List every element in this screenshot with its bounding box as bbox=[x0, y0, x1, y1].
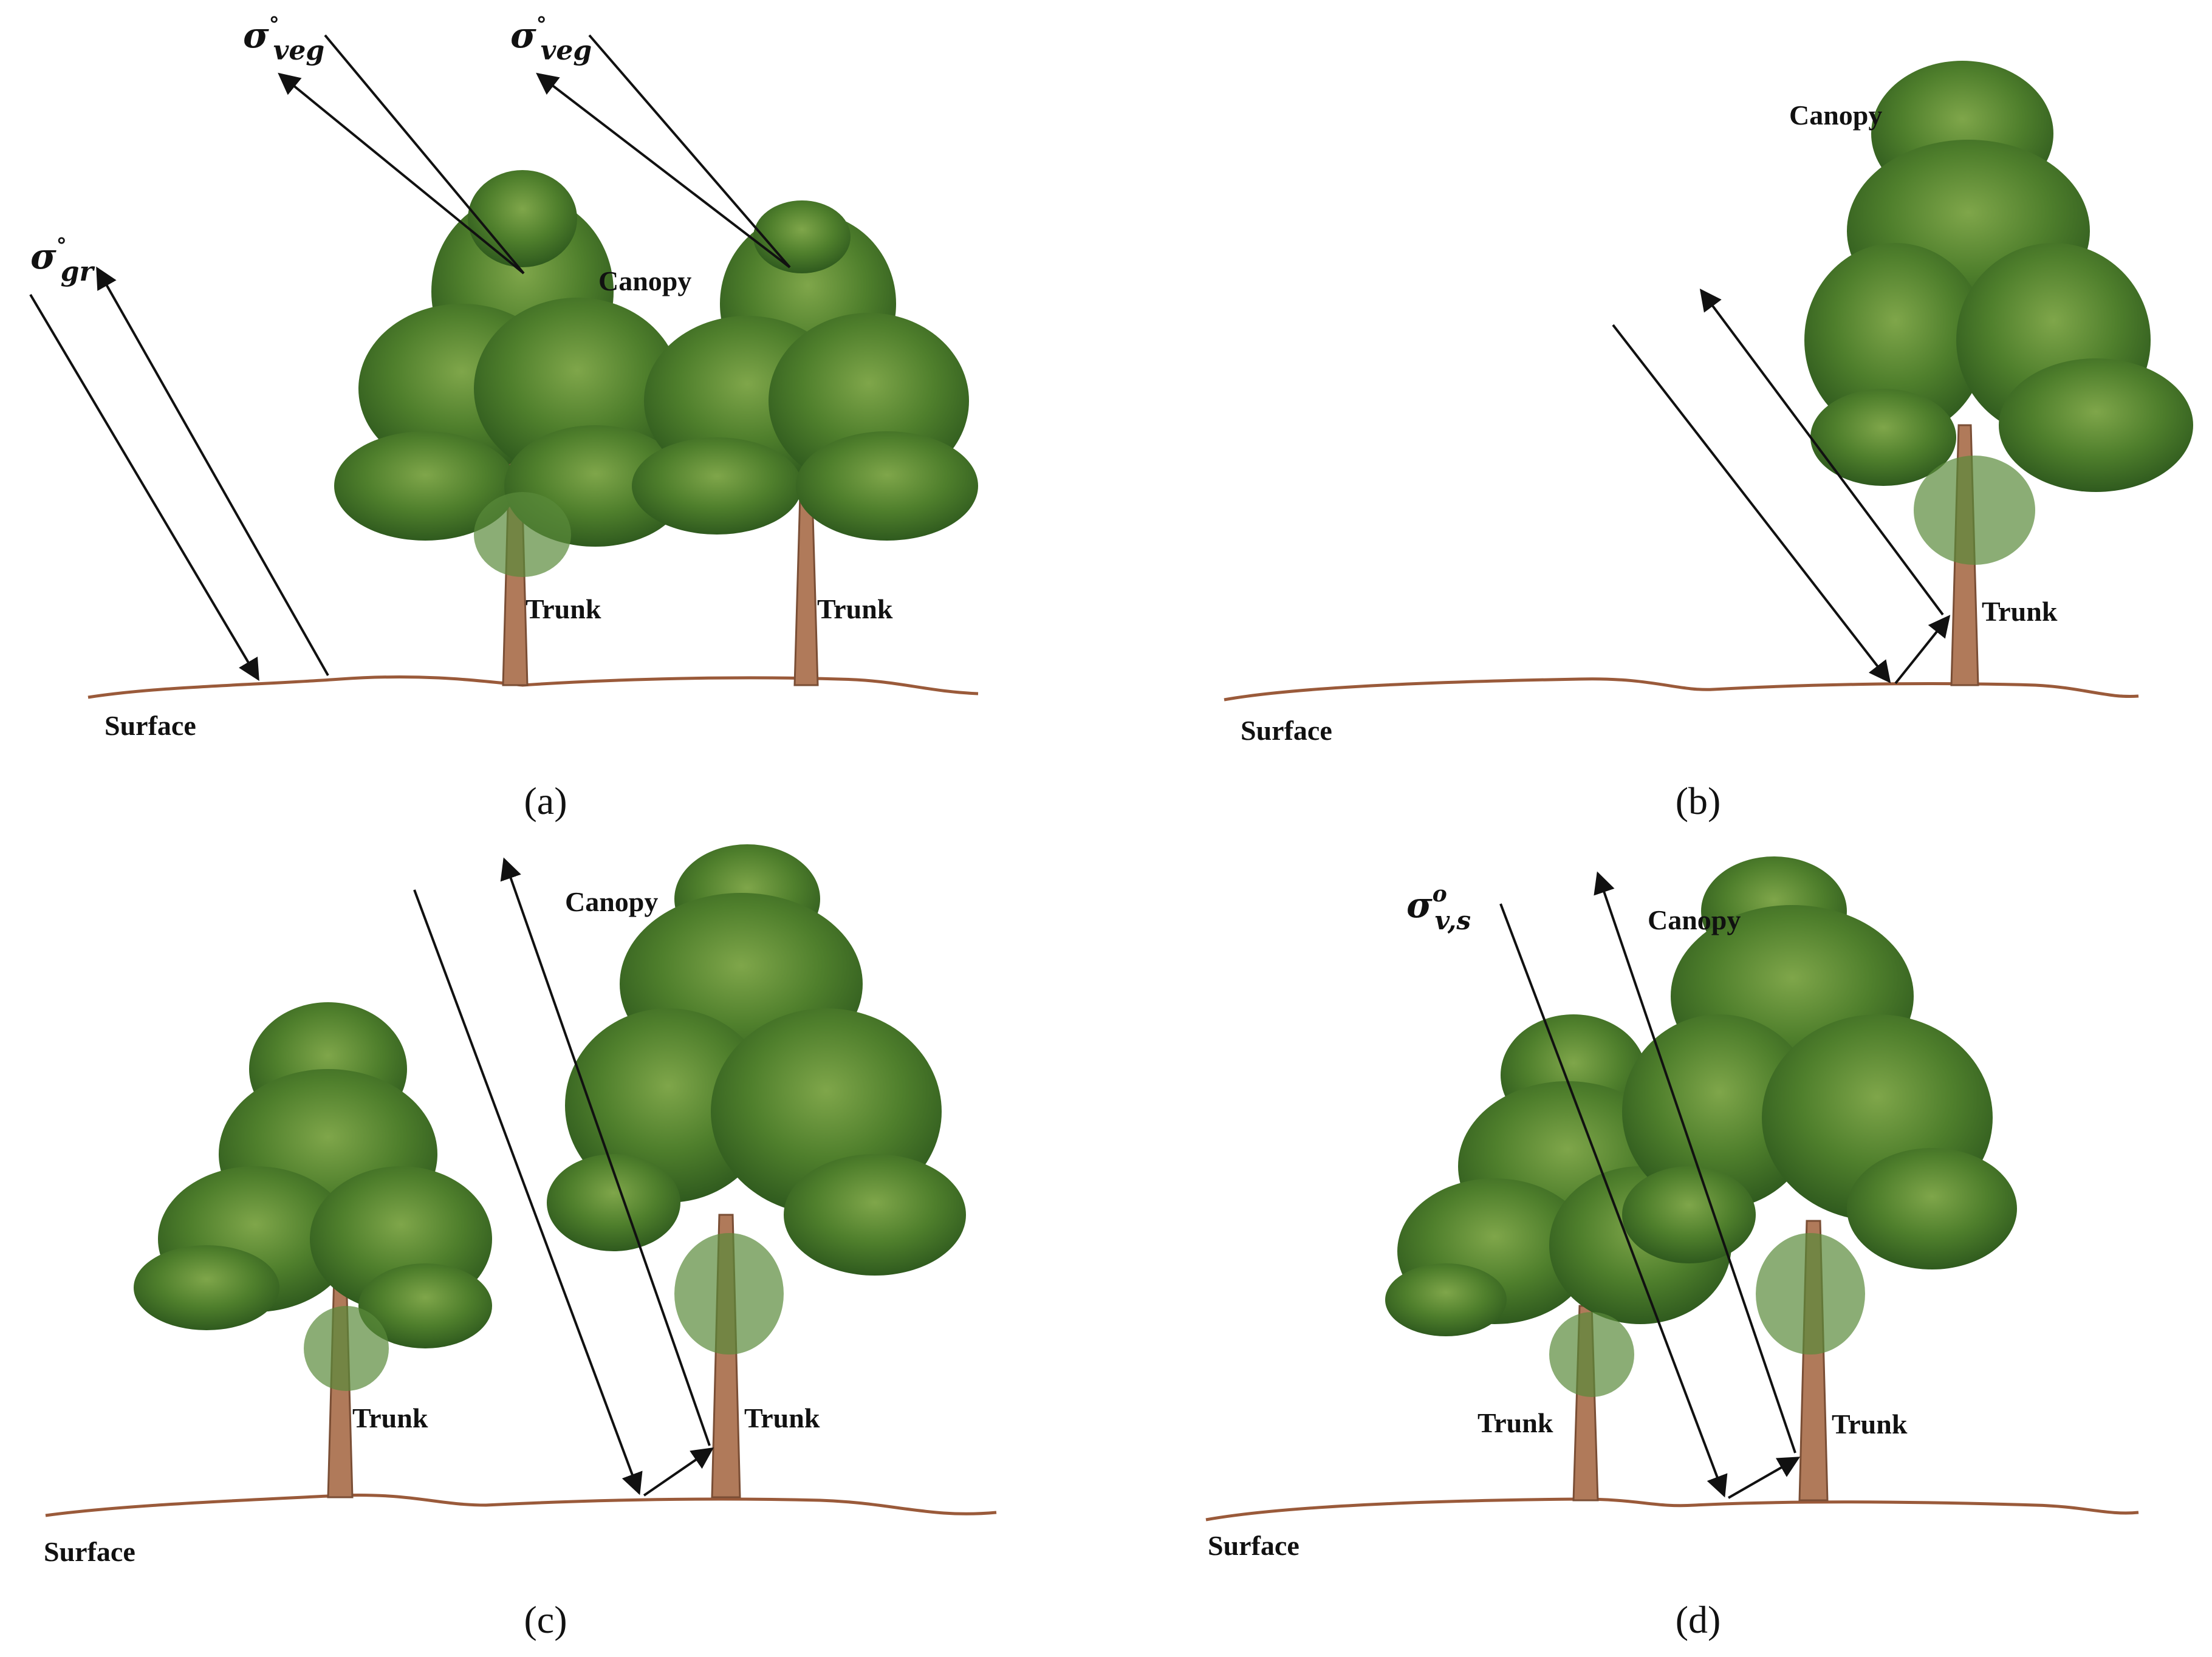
trunk-label: Trunk bbox=[1982, 596, 2058, 627]
surface-label: Surface bbox=[104, 710, 196, 741]
trunk-label: Trunk bbox=[1832, 1409, 1908, 1440]
panel-b: Canopy Trunk Surface (b) bbox=[1224, 61, 2193, 822]
tree-canopy bbox=[632, 200, 978, 541]
backscatter-ray bbox=[1699, 289, 1944, 616]
incident-ray bbox=[413, 889, 643, 1495]
backscatter-ray bbox=[536, 72, 791, 268]
trunk-label: Trunk bbox=[817, 593, 893, 624]
surface-label: Surface bbox=[44, 1536, 135, 1567]
tree bbox=[1622, 856, 2017, 1502]
sigma-veg-label: σ°veg bbox=[510, 13, 592, 66]
trunk-reflection-ray bbox=[1728, 1457, 1801, 1499]
panel-caption: (d) bbox=[1676, 1598, 1721, 1641]
sigma-gr-label: σ°gr bbox=[30, 234, 95, 287]
surface-line bbox=[1224, 677, 2139, 702]
surface-line bbox=[87, 675, 979, 699]
panel-caption: (c) bbox=[524, 1598, 567, 1641]
panel-caption: (a) bbox=[524, 779, 567, 822]
incident-ray bbox=[29, 293, 259, 682]
tree-canopy bbox=[334, 170, 687, 577]
incident-ray bbox=[588, 34, 791, 268]
incident-ray bbox=[1612, 324, 1891, 683]
backscatter-ray bbox=[500, 857, 711, 1446]
panel-caption: (b) bbox=[1676, 779, 1721, 822]
tree bbox=[547, 844, 966, 1498]
tree bbox=[134, 1002, 492, 1498]
tree bbox=[334, 170, 687, 686]
trunk-label: Trunk bbox=[352, 1402, 428, 1433]
backscatter-ray bbox=[96, 266, 329, 676]
sigma-veg-label: σ°veg bbox=[243, 13, 324, 66]
tree-canopy bbox=[1622, 856, 2017, 1355]
trunk-label: Trunk bbox=[744, 1402, 820, 1433]
surface-line bbox=[45, 1494, 997, 1517]
panel-c: Canopy Trunk Trunk Surface (c) bbox=[44, 844, 997, 1641]
surface-line bbox=[1205, 1497, 2139, 1522]
panel-a: σ°veg σ°veg σ°gr Canopy Trunk Trunk Surf… bbox=[29, 13, 979, 822]
trunk-label: Trunk bbox=[1478, 1407, 1553, 1438]
tree-canopy bbox=[547, 844, 966, 1355]
surface-label: Surface bbox=[1241, 715, 1332, 746]
tree bbox=[632, 200, 978, 686]
backscatter-ray bbox=[278, 72, 525, 275]
tree-canopy bbox=[134, 1002, 492, 1391]
canopy-label: Canopy bbox=[1648, 904, 1741, 935]
trunk-label: Trunk bbox=[526, 593, 601, 624]
tree bbox=[1804, 61, 2193, 686]
tree-canopy bbox=[1804, 61, 2193, 565]
surface-label: Surface bbox=[1208, 1530, 1299, 1561]
canopy-label: Canopy bbox=[598, 265, 691, 296]
canopy-label: Canopy bbox=[565, 886, 658, 917]
trunk-reflection-ray bbox=[643, 1447, 714, 1497]
trunk-reflection-ray bbox=[1894, 615, 1951, 685]
incident-ray bbox=[1499, 903, 1728, 1498]
backscatter-ray bbox=[1594, 871, 1796, 1454]
canopy-label: Canopy bbox=[1789, 100, 1882, 131]
incident-ray bbox=[324, 34, 525, 275]
